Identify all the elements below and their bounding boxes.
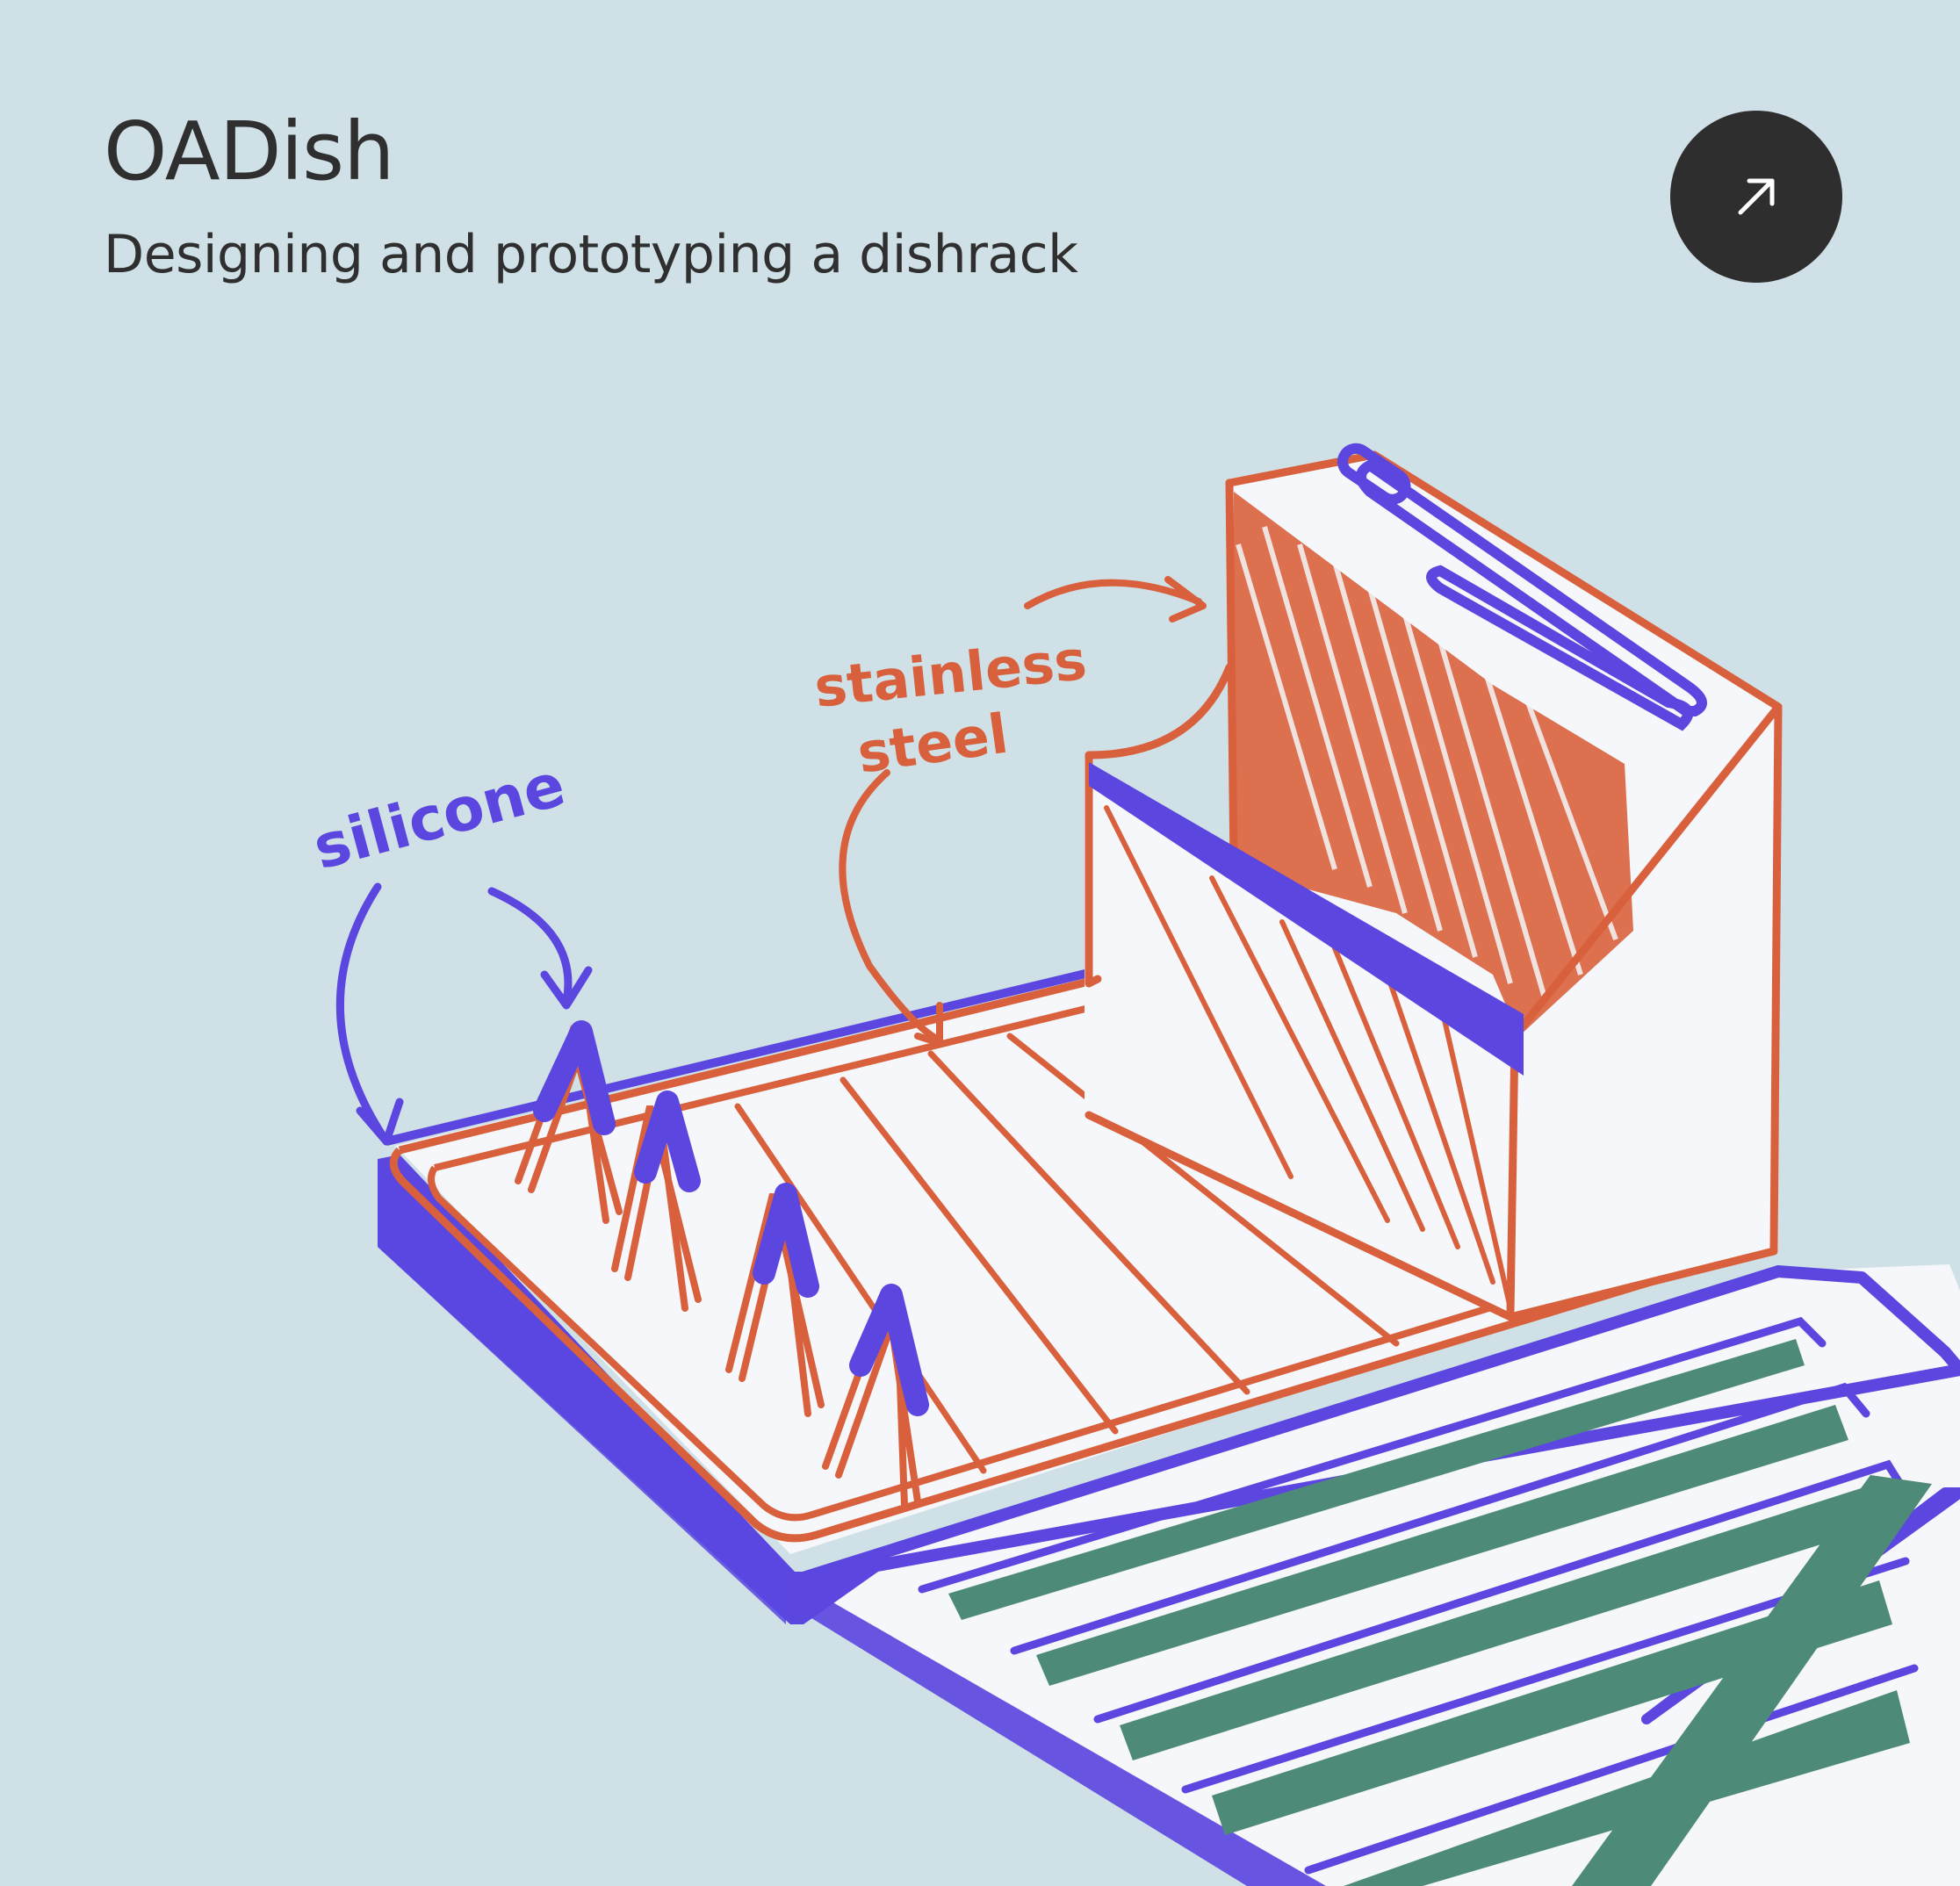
- annotation-silicone: silicone: [306, 751, 572, 884]
- project-title: OADish: [104, 104, 394, 198]
- open-project-button[interactable]: [1670, 111, 1842, 283]
- annotation-stainless: stainless: [811, 628, 1090, 720]
- project-subtitle: Designing and prototyping a dishrack: [104, 224, 1078, 285]
- annotation-steel: steel: [854, 702, 1012, 786]
- stainless-rack: [1084, 443, 1783, 1321]
- drainboard: [786, 1264, 1960, 1886]
- arrow-up-right-icon: [1738, 178, 1775, 215]
- silicone-prongs: [515, 1020, 929, 1509]
